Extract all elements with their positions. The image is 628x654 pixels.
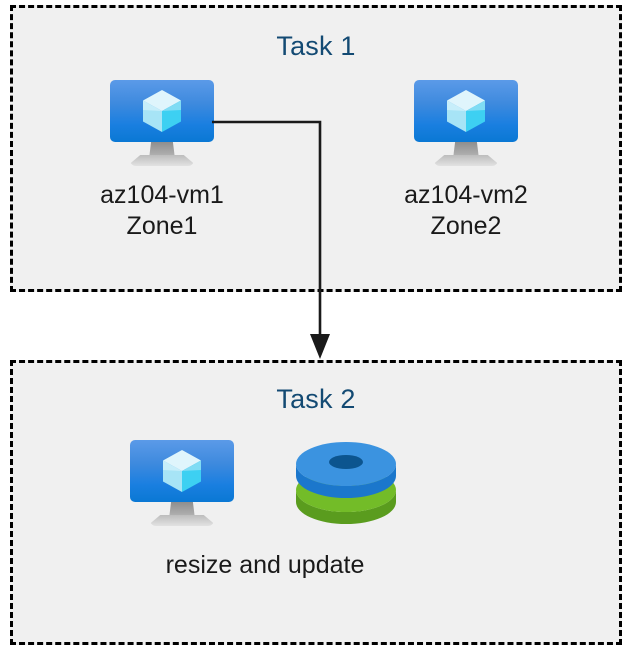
task2-icon-row (130, 440, 400, 528)
task1-title: Task 1 (276, 31, 356, 61)
vm-cube-glyph (447, 90, 485, 132)
task2-title: Task 2 (276, 384, 356, 414)
azure-virtual-machine-icon (110, 80, 214, 166)
vm-stand-base (434, 155, 498, 166)
node-task2-resources[interactable]: resize and update (110, 440, 420, 581)
node-caption-az104-vm2: az104-vm2 Zone2 (404, 181, 528, 240)
vm-cube-glyph (143, 90, 181, 132)
node-caption-task2: resize and update (165, 551, 365, 579)
node-az104-vm2[interactable]: az104-vm2 Zone2 (361, 80, 571, 242)
vm-stand-neck (149, 142, 175, 159)
vm-cube-glyph (163, 450, 201, 492)
disk-platter-blue (296, 442, 396, 498)
azure-managed-disk-icon (296, 442, 396, 524)
azure-virtual-machine-icon (414, 80, 518, 166)
vm-stand-neck (453, 142, 479, 159)
azure-virtual-machine-icon (130, 440, 234, 526)
down-arrow-head (310, 334, 330, 359)
node-caption-az104-vm1: az104-vm1 Zone1 (100, 181, 224, 240)
vm-stand-base (130, 155, 194, 166)
vm-stand-base (150, 515, 214, 526)
node-az104-vm1[interactable]: az104-vm1 Zone1 (57, 80, 267, 242)
vm-stand-neck (169, 502, 195, 519)
